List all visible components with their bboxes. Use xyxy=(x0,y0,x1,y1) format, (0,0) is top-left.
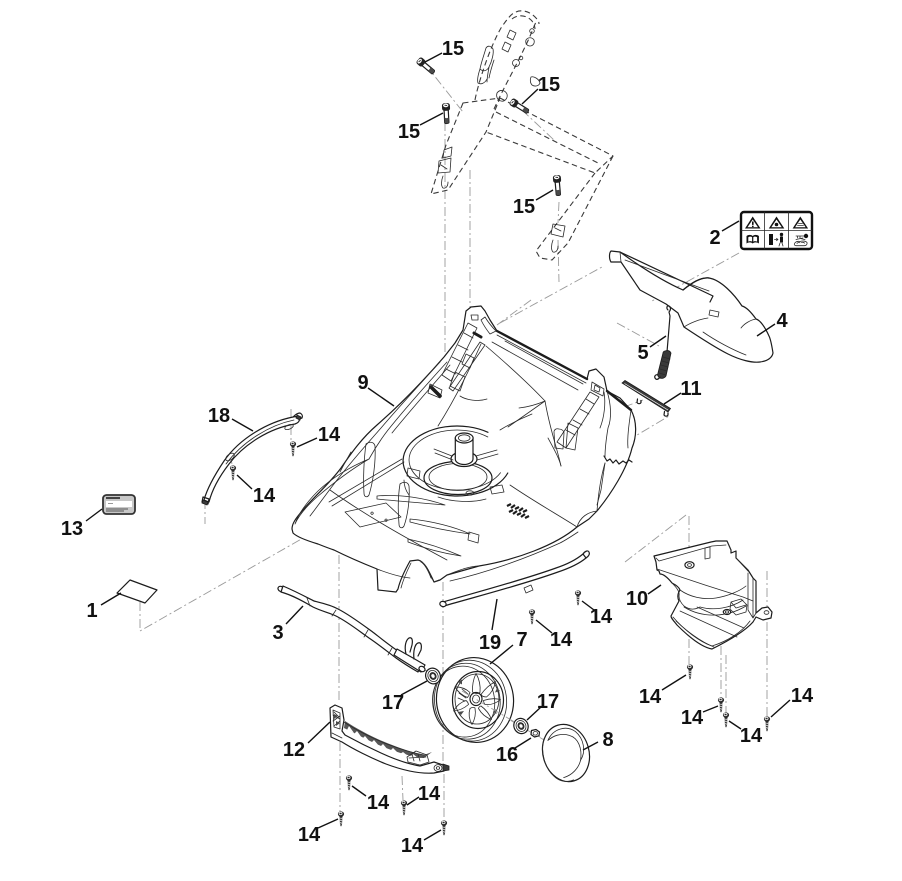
svg-text:12: 12 xyxy=(283,739,305,761)
svg-text:17: 17 xyxy=(382,692,404,714)
svg-text:9: 9 xyxy=(357,372,368,394)
svg-text:14: 14 xyxy=(253,485,276,507)
svg-text:14: 14 xyxy=(298,824,321,846)
svg-text:10: 10 xyxy=(626,588,648,610)
svg-text:15: 15 xyxy=(442,38,464,60)
svg-text:2: 2 xyxy=(709,227,720,249)
svg-text:19: 19 xyxy=(479,632,501,654)
svg-text:1: 1 xyxy=(86,600,97,622)
svg-text:14: 14 xyxy=(418,783,441,805)
svg-text:4: 4 xyxy=(776,310,788,332)
svg-text:15: 15 xyxy=(538,74,560,96)
svg-text:7: 7 xyxy=(516,629,527,651)
svg-text:13: 13 xyxy=(61,518,83,540)
svg-text:3: 3 xyxy=(272,622,283,644)
svg-text:8: 8 xyxy=(602,729,613,751)
svg-text:11: 11 xyxy=(680,378,701,400)
svg-text:15: 15 xyxy=(398,121,420,143)
svg-text:17: 17 xyxy=(537,691,559,713)
svg-text:16: 16 xyxy=(496,744,518,766)
svg-text:14: 14 xyxy=(550,629,573,651)
svg-text:14: 14 xyxy=(639,686,662,708)
svg-text:14: 14 xyxy=(791,685,814,707)
svg-text:14: 14 xyxy=(740,725,763,747)
svg-text:14: 14 xyxy=(401,835,424,857)
svg-text:14: 14 xyxy=(367,792,390,814)
svg-text:14: 14 xyxy=(681,707,704,729)
svg-text:14: 14 xyxy=(590,606,613,628)
svg-text:14: 14 xyxy=(318,424,341,446)
svg-text:18: 18 xyxy=(208,405,230,427)
svg-text:5: 5 xyxy=(637,342,648,364)
svg-text:15: 15 xyxy=(513,196,535,218)
